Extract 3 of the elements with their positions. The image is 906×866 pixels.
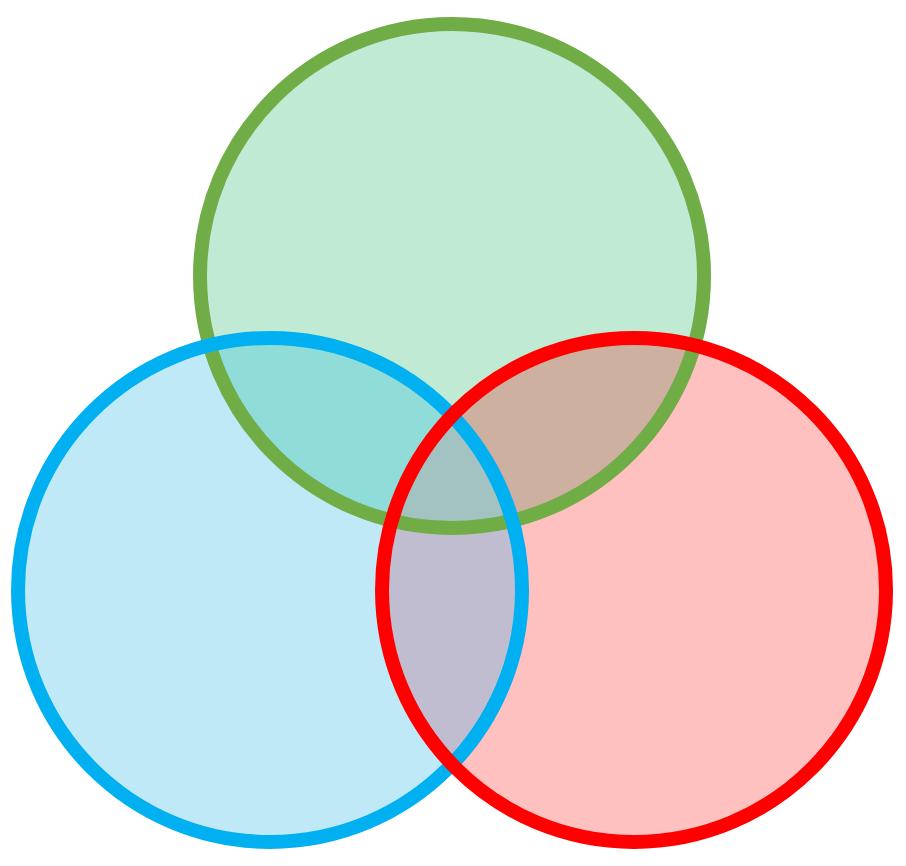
venn-circle <box>193 16 711 535</box>
venn-circle <box>375 330 893 849</box>
venn-circle <box>11 330 529 849</box>
